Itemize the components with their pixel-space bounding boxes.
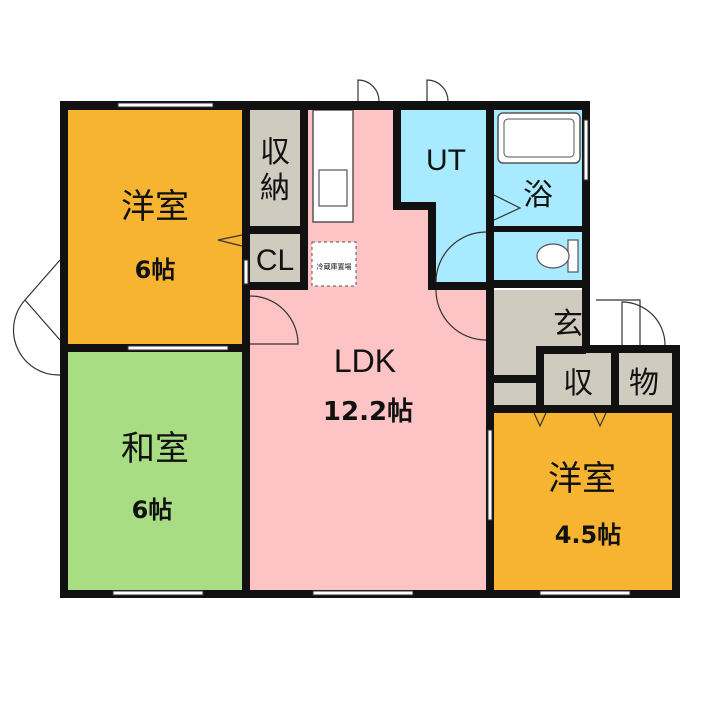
wall-closet-bottom — [242, 282, 308, 290]
kitchen-sink — [318, 169, 348, 207]
wall-storage2-top — [536, 346, 586, 354]
storage2-label: 収 — [563, 366, 593, 401]
wall-japanese-right — [242, 344, 250, 598]
window-bath-right — [583, 119, 589, 181]
entrance-label: 玄 — [553, 307, 583, 342]
door-ldk-top-2 — [426, 79, 449, 102]
closet-room — [246, 230, 304, 286]
wall-entrance-inner — [486, 375, 544, 383]
door-entrance-outer — [596, 299, 641, 345]
wall-western1-right — [242, 101, 250, 349]
window-japanese-top — [127, 345, 229, 351]
door-western2-storage2 — [593, 412, 607, 428]
ldk-name: LDK — [334, 343, 396, 379]
storage1-line1: 収 — [260, 135, 290, 170]
fridge-note: 冷蔵庫置場 — [317, 262, 352, 271]
wall-right-upper — [582, 101, 590, 345]
door-bay-window — [12, 259, 61, 376]
western1-name: 洋室 — [121, 187, 189, 227]
western2-size: 4.5帖 — [555, 521, 622, 549]
utility-room — [397, 106, 490, 286]
storage-room-1 — [246, 106, 304, 230]
storage-room-2 — [540, 350, 615, 408]
windows — [112, 102, 631, 596]
bathtub-inner — [503, 118, 575, 158]
utility-label: UT — [426, 144, 466, 177]
door-western1-ldk — [249, 295, 299, 345]
wall-ut-right — [486, 101, 494, 290]
door-ut-ldk — [435, 289, 487, 341]
western-room-1 — [65, 106, 246, 348]
japanese-name: 和室 — [121, 429, 189, 469]
wall-western2-top — [486, 405, 680, 413]
door-entrance — [621, 301, 666, 346]
closet-label: CL — [256, 244, 294, 277]
wall-ut-step — [393, 202, 436, 210]
door-western2-storage1 — [533, 412, 547, 428]
labels: 洋室 6帖 収 納 CL 冷蔵庫置場 LDK 12.2帖 UT 浴 玄 和室 6… — [121, 135, 659, 549]
window-bottom-left — [112, 590, 204, 596]
doors — [12, 79, 666, 428]
door-western1-cl — [217, 234, 243, 247]
window-ldk-right — [487, 429, 493, 521]
japanese-size: 6帖 — [132, 496, 173, 524]
door-ldk-top-1 — [357, 79, 380, 102]
door-ut — [435, 231, 487, 283]
wall-toilet-bottom — [486, 280, 590, 288]
bath-label: 浴 — [523, 178, 553, 213]
door-ut-bath — [493, 194, 522, 221]
wall-storage-bottom — [242, 226, 308, 234]
storage-room-3 — [615, 350, 675, 408]
wall-top — [60, 101, 590, 110]
wall-ldk-right-upper — [486, 286, 494, 412]
western2-name: 洋室 — [548, 459, 616, 499]
wall-storage2-left — [536, 346, 544, 412]
window-bottom-mid — [312, 590, 414, 596]
wall-ut-bottom — [428, 282, 494, 290]
window-bottom-right — [539, 590, 631, 596]
bathtub — [497, 112, 581, 164]
window-top-left — [117, 102, 214, 108]
wall-right-step — [582, 345, 680, 353]
entrance-room — [490, 290, 585, 350]
wall-bath-bottom — [486, 226, 590, 232]
fixtures — [311, 109, 581, 287]
wall-storage-right — [300, 101, 308, 290]
ldk-size: 12.2帖 — [323, 397, 413, 427]
wall-right-lower — [672, 345, 680, 598]
window-closet-side — [243, 259, 249, 285]
storage1-line2: 納 — [260, 171, 290, 206]
wall-ut-left-upper — [393, 101, 401, 210]
toilet-bowl — [536, 243, 570, 269]
western1-size: 6帖 — [135, 256, 176, 284]
western-room-2 — [490, 413, 675, 593]
fridge-space — [311, 241, 357, 287]
wall-ut-left-lower — [428, 202, 436, 290]
wall-storage-divider — [611, 346, 619, 412]
storage3-label: 物 — [629, 366, 659, 401]
japanese-room — [65, 348, 246, 593]
